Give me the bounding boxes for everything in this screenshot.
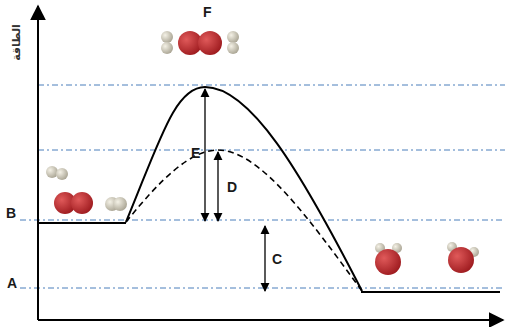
uncatalysed-curve — [126, 87, 362, 291]
x-axis — [38, 319, 503, 321]
level-label: A — [7, 276, 17, 290]
axis-title: الطاقة — [11, 24, 22, 61]
reactant-level — [38, 222, 126, 224]
energy-label: E — [191, 146, 200, 160]
reactant-molecules — [46, 166, 127, 214]
transition-state-molecule — [161, 31, 239, 55]
catalysed-curve — [126, 150, 362, 291]
level-label: B — [6, 206, 16, 220]
energy-label: D — [227, 180, 237, 194]
energy-label: C — [272, 252, 282, 266]
reference-lines — [20, 85, 505, 288]
energy-arrow — [217, 152, 218, 221]
product-level — [361, 291, 500, 293]
y-axis — [37, 6, 39, 320]
water-molecules — [375, 242, 479, 275]
energy-arrow — [204, 89, 205, 221]
energy-arrow — [264, 226, 265, 291]
transition-state-label: F — [203, 5, 212, 19]
